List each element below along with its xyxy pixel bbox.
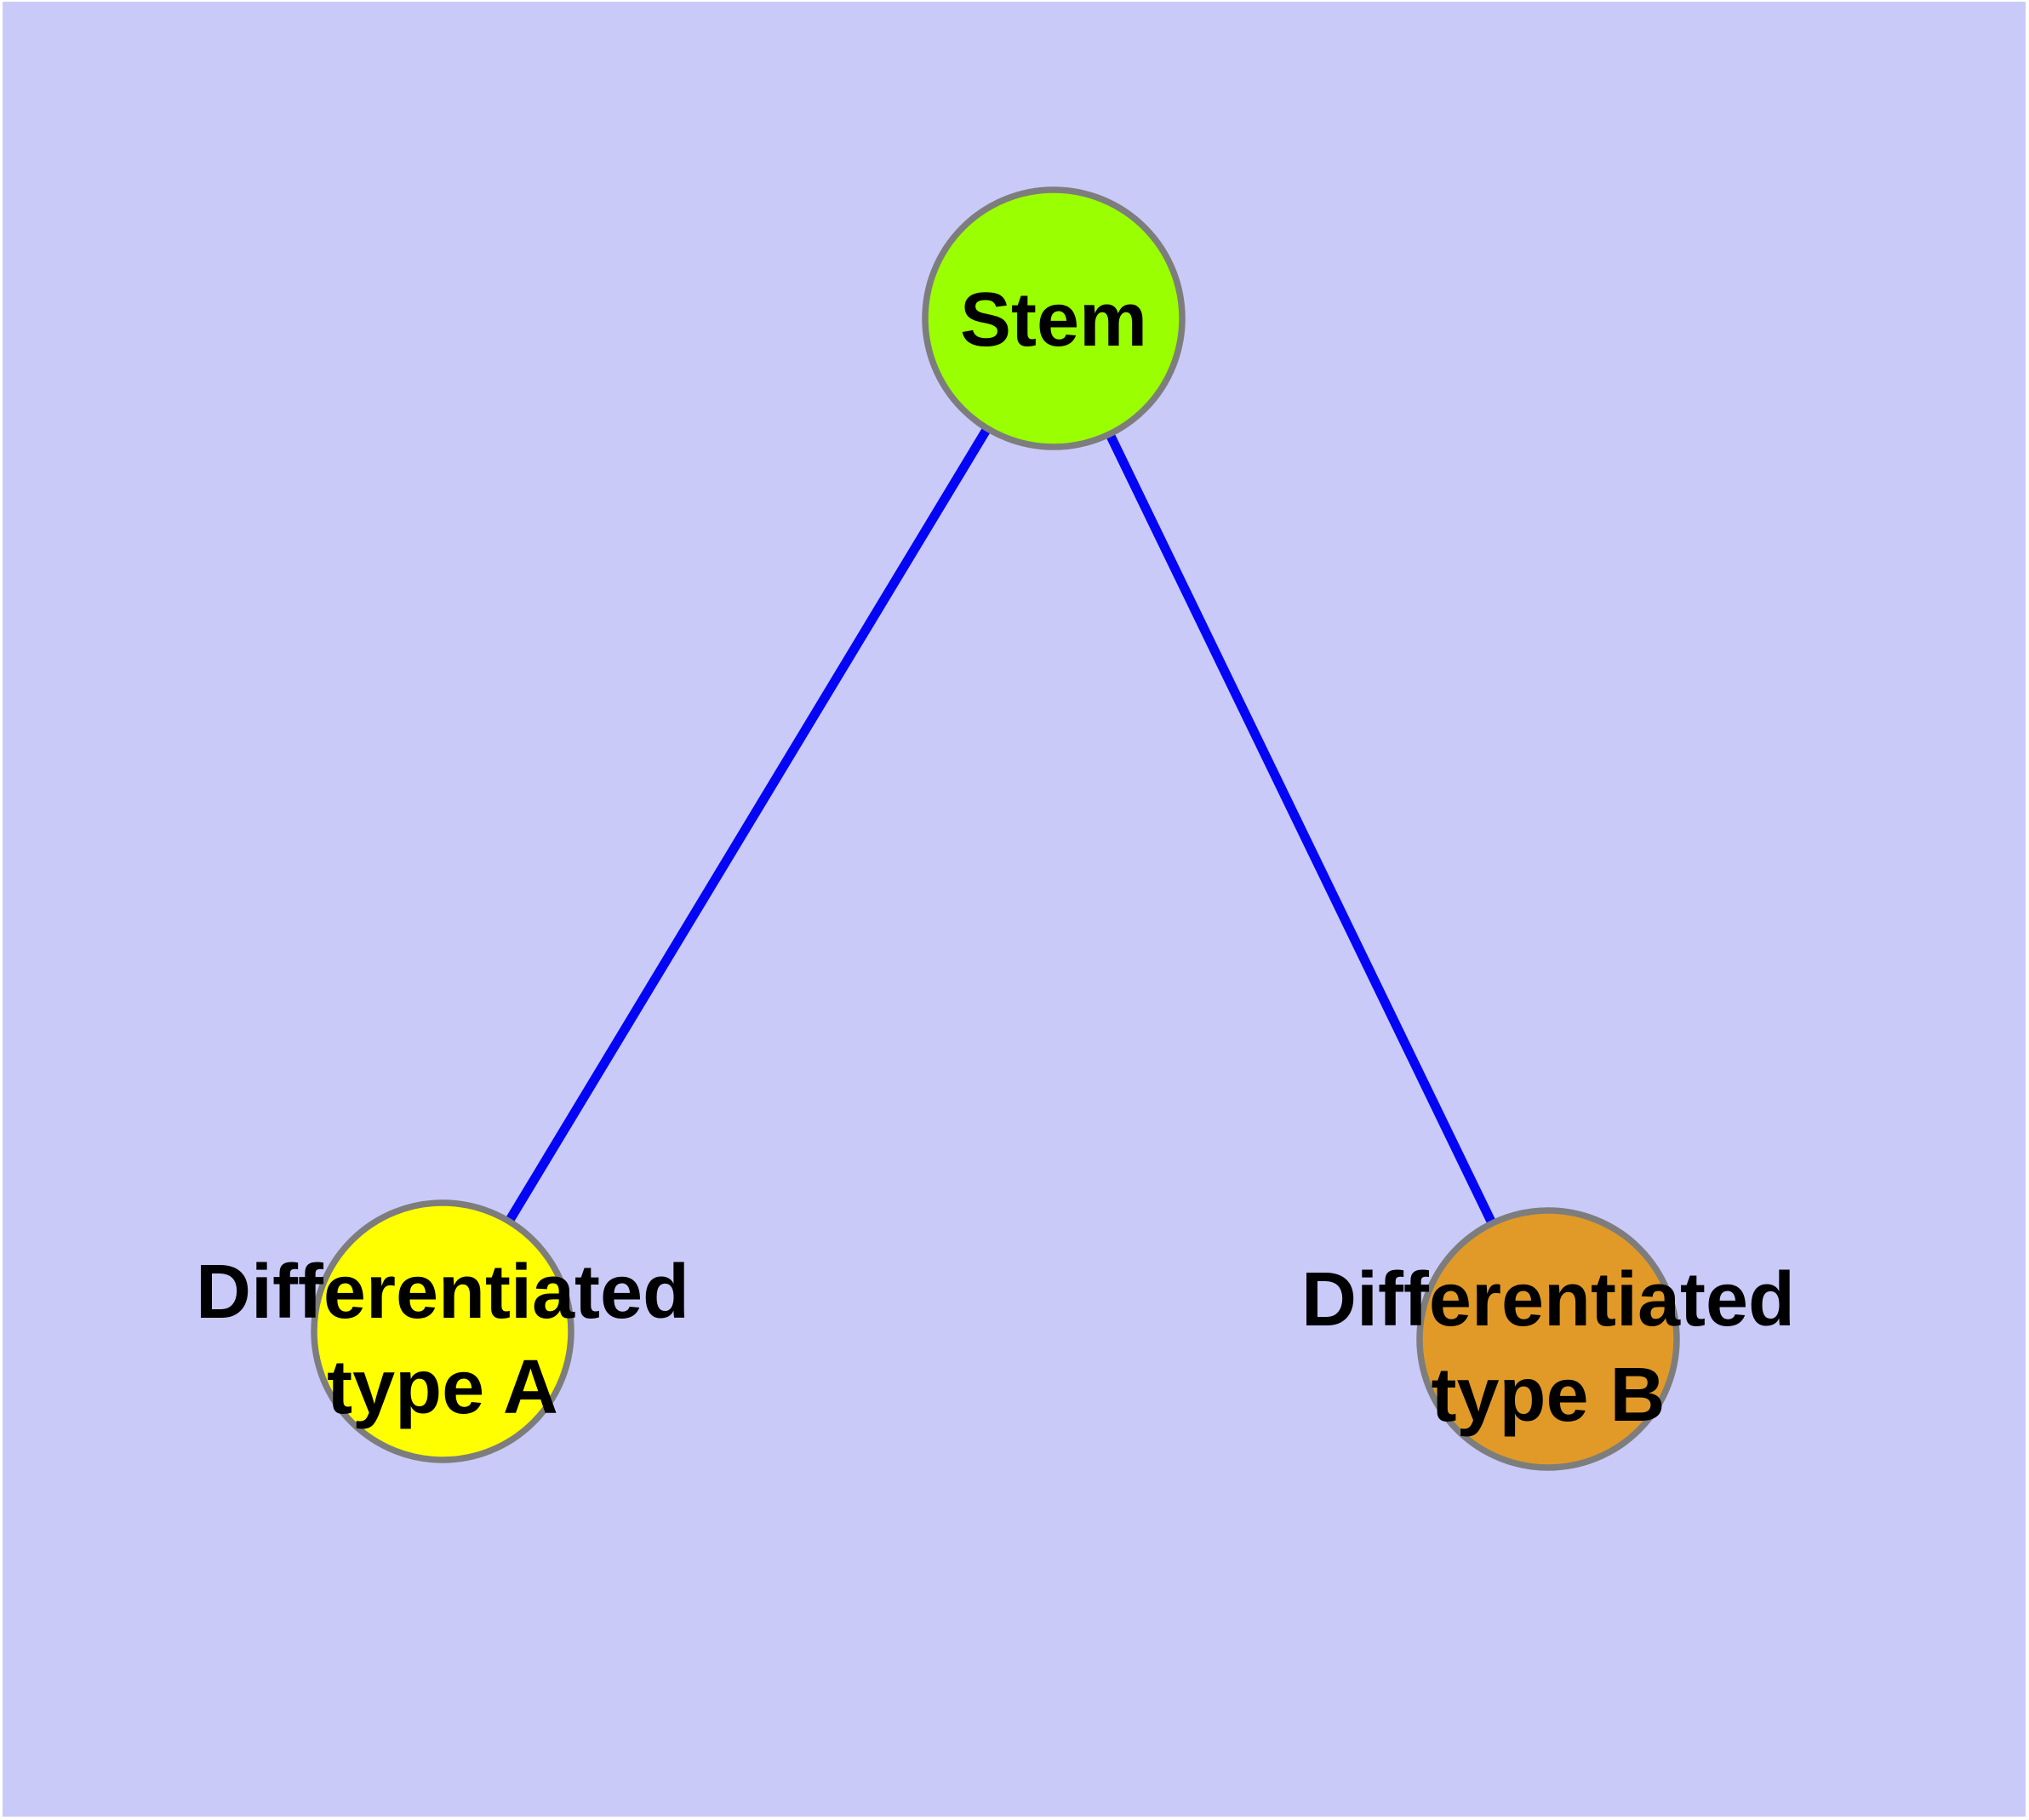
edges-layer [438, 316, 1552, 1342]
edge-stem-to-differentiated-type-b [1049, 316, 1552, 1342]
node-stem-label: Stem [960, 278, 1147, 363]
node-differentiated-type-a-label-line-2: type A [327, 1345, 558, 1430]
node-differentiated-type-a-label-line-1: Differentiated [196, 1250, 689, 1335]
node-differentiated-type-b-circle [1416, 1207, 1680, 1471]
node-stem-circle [922, 186, 1186, 450]
node-differentiated-type-a-circle [311, 1199, 574, 1463]
node-differentiated-type-a-label: Differentiated type A [196, 1250, 689, 1430]
node-differentiated-type-b-label-line-2: type B [1431, 1353, 1665, 1438]
nodes-layer [311, 186, 1680, 1471]
edge-stem-to-differentiated-type-a [438, 316, 1058, 1334]
node-differentiated-type-b-label: Differentiated type B [1301, 1257, 1795, 1438]
node-stem-label-line-1: Stem [960, 278, 1147, 363]
node-differentiated-type-b-label-line-1: Differentiated [1301, 1257, 1795, 1342]
